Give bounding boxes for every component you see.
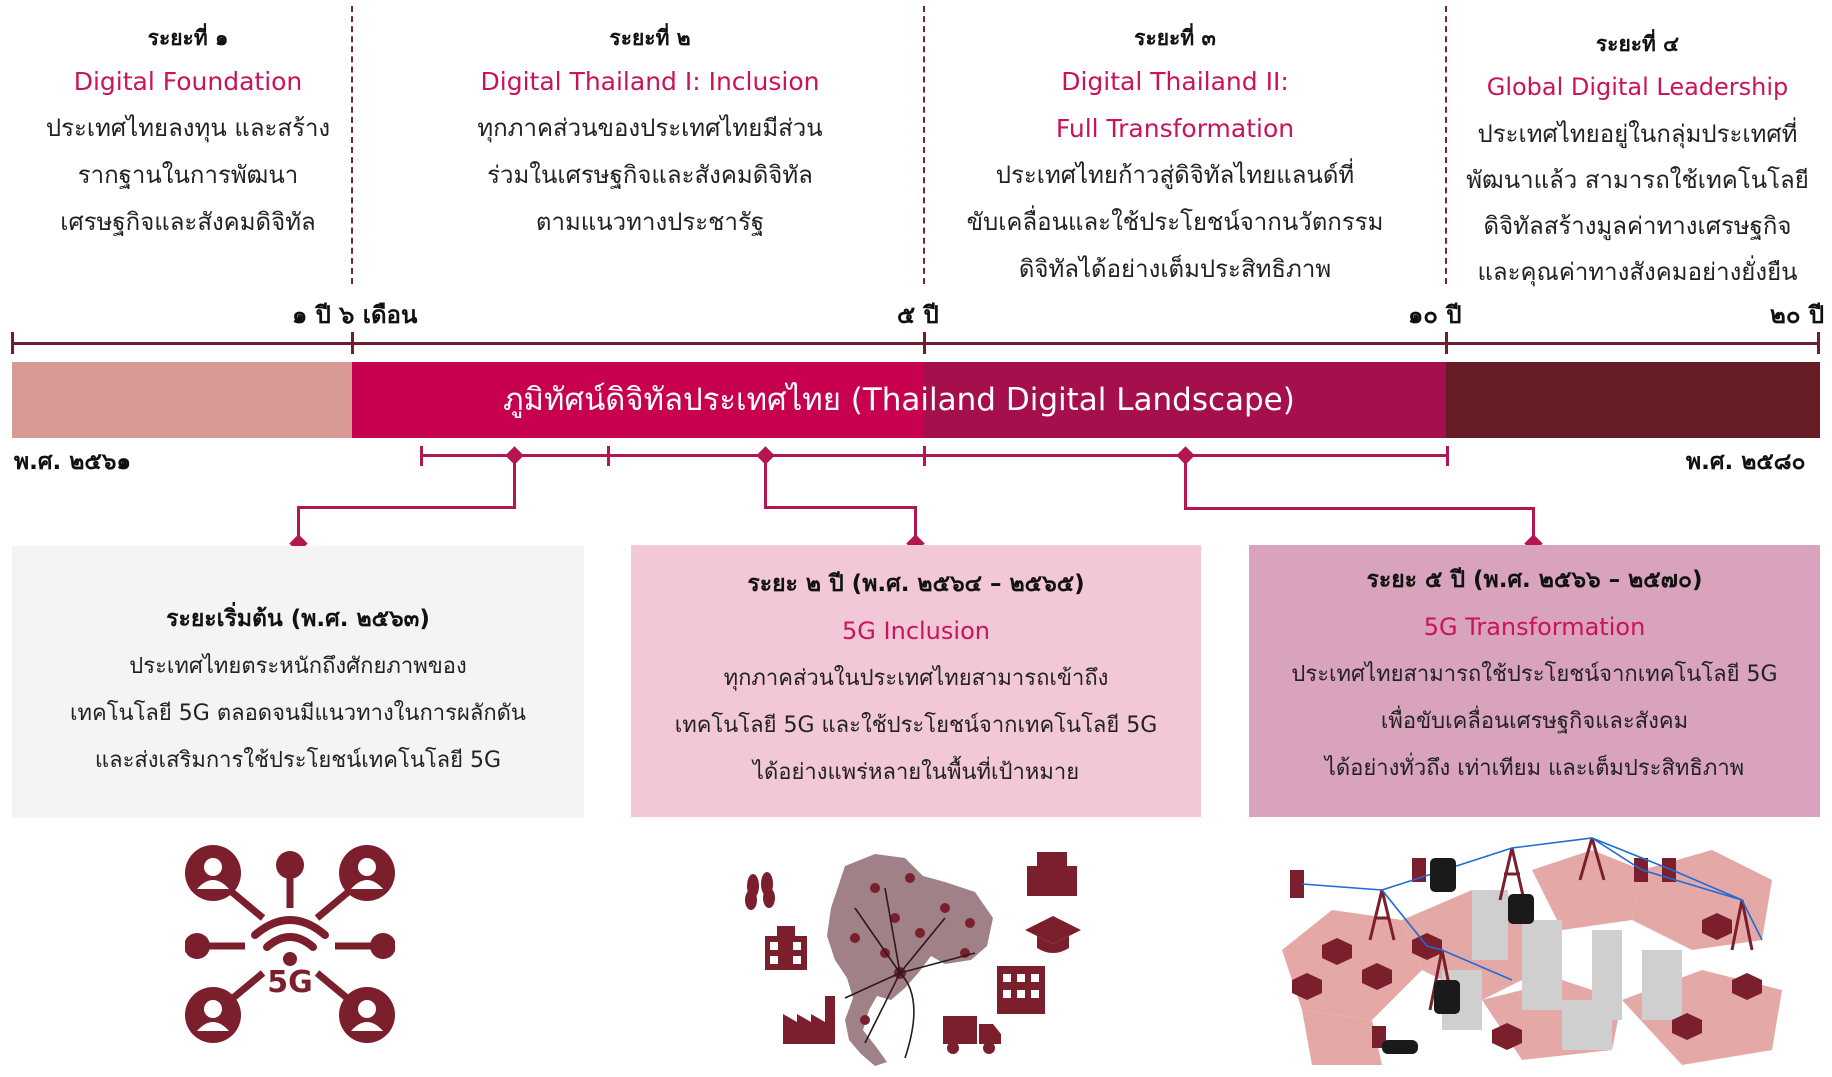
phase-2: ระยะที่ ๒ Digital Thailand I: Inclusion … xyxy=(380,18,920,246)
stage-desc-line: เทคโนโลยี 5G และใช้ประโยชน์จากเทคโนโลยี … xyxy=(674,713,1158,738)
connector-line xyxy=(297,506,300,540)
stage-desc-line: เทคโนโลยี 5G ตลอดจนมีแนวทางในการผลักดัน xyxy=(70,701,526,726)
phase-desc-line: และคุณค่าทางสังคมอย่างยั่งยืน xyxy=(1477,258,1798,286)
landscape-band-label: ภูมิทัศน์ดิจิทัลประเทศไทย (Thailand Digi… xyxy=(503,382,1295,418)
phase-divider xyxy=(1445,6,1447,284)
phase-desc-line: ขับเคลื่อนและใช้ประโยชน์จากนวัตกรรม xyxy=(966,208,1384,236)
phase-3: ระยะที่ ๓ Digital Thailand II: Full Tran… xyxy=(940,18,1410,293)
phase-desc-line: รากฐานในการพัฒนา xyxy=(77,161,299,189)
phase-desc-line: ประเทศไทยลงทุน และสร้าง xyxy=(45,114,331,142)
phase-name-line2: Full Transformation xyxy=(1055,114,1295,143)
phase-desc-line: ดิจิทัลสร้างมูลค่าทางเศรษฐกิจ xyxy=(1483,212,1792,240)
connector-line xyxy=(297,506,516,509)
phase-desc-line: ทุกภาคส่วนของประเทศไทยมีส่วน xyxy=(477,114,823,142)
connector-line xyxy=(1184,456,1187,509)
stage-title: ระยะ ๒ ปี (พ.ศ. ๒๕๖๔ – ๒๕๖๕) xyxy=(747,571,1085,597)
5g-label: 5G xyxy=(267,965,313,1000)
stage-name: 5G Inclusion xyxy=(842,617,990,645)
stage-box-5g-inclusion: ระยะ ๒ ปี (พ.ศ. ๒๕๖๔ – ๒๕๖๕) 5G Inclusio… xyxy=(631,545,1201,817)
year-end: พ.ศ. ๒๕๘๐ xyxy=(1686,449,1806,475)
stage-title: ระยะ ๕ ปี (พ.ศ. ๒๕๖๖ – ๒๕๗๐) xyxy=(1366,567,1703,593)
connector-line xyxy=(914,506,917,540)
stage-desc-line: ได้อย่างทั่วถึง เท่าเทียม และเต็มประสิทธ… xyxy=(1324,756,1745,781)
phase-name: Digital Foundation xyxy=(73,67,303,96)
phase-divider xyxy=(923,6,925,284)
band-segment-1 xyxy=(12,362,352,438)
band-segment-2 xyxy=(352,362,924,438)
time-label-18-months: ๑ ปี ๖ เดือน xyxy=(292,301,418,329)
people-5g-network-icon: 5G xyxy=(184,843,396,1043)
phase-4: ระยะที่ ๔ Global Digital Leadership ประเ… xyxy=(1460,24,1815,295)
thailand-map-network-icon xyxy=(735,848,1090,1070)
connector-line xyxy=(513,456,516,508)
stage-name: 5G Transformation xyxy=(1423,613,1646,641)
stage-box-5g-transformation: ระยะ ๕ ปี (พ.ศ. ๒๕๖๖ – ๒๕๗๐) 5G Transfor… xyxy=(1249,545,1820,817)
stage-axis-tick xyxy=(923,446,926,466)
axis-tick xyxy=(351,332,354,354)
stage-desc-line: เพื่อขับเคลื่อนเศรษฐกิจและสังคม xyxy=(1380,709,1689,734)
phase-desc-line: ประเทศไทยอยู่ในกลุ่มประเทศที่ xyxy=(1477,120,1798,148)
axis-tick xyxy=(1445,332,1448,354)
phase-desc-line: ตามแนวทางประชารัฐ xyxy=(535,208,765,236)
time-label-10-years: ๑๐ ปี xyxy=(1408,301,1462,329)
stage-desc-line: ทุกภาคส่วนในประเทศไทยสามารถเข้าถึง xyxy=(723,666,1109,691)
stage-axis-tick xyxy=(607,446,610,466)
year-start: พ.ศ. ๒๕๖๑ xyxy=(14,449,132,475)
stage-desc-line: ประเทศไทยตระหนักถึงศักยภาพของ xyxy=(129,654,467,679)
phase-title: ระยะที่ ๒ xyxy=(609,26,691,50)
connector-line xyxy=(1184,507,1535,510)
timeline-axis xyxy=(12,342,1820,345)
stage-desc-line: ได้อย่างแพร่หลายในพื้นที่เป้าหมาย xyxy=(752,760,1080,785)
stage-box-initial: ระยะเริ่มต้น (พ.ศ. ๒๕๖๓) ประเทศไทยตระหนั… xyxy=(12,546,584,818)
connector-line xyxy=(1532,507,1535,540)
phase-name: Global Digital Leadership xyxy=(1486,73,1789,101)
phase-desc-line: พัฒนาแล้ว สามารถใช้เทคโนโลยี xyxy=(1466,166,1809,194)
phase-desc-line: เศรษฐกิจและสังคมดิจิทัล xyxy=(60,208,316,236)
phase-name: Digital Thailand I: Inclusion xyxy=(480,67,820,96)
band-segment-4 xyxy=(1446,362,1820,438)
stage-desc-line: และส่งเสริมการใช้ประโยชน์เทคโนโลยี 5G xyxy=(94,748,502,773)
band-segment-3 xyxy=(924,362,1446,438)
axis-tick xyxy=(923,332,926,354)
smart-city-network-icon xyxy=(1262,830,1822,1070)
phase-desc-line: ประเทศไทยก้าวสู่ดิจิทัลไทยแลนด์ที่ xyxy=(995,161,1355,189)
phase-divider xyxy=(351,6,353,284)
stage-axis-tick xyxy=(1446,446,1449,466)
phase-title: ระยะที่ ๓ xyxy=(1134,26,1216,50)
phase-title: ระยะที่ ๑ xyxy=(147,26,229,50)
time-label-5-years: ๕ ปี xyxy=(897,301,939,329)
stage-desc-line: ประเทศไทยสามารถใช้ประโยชน์จากเทคโนโลยี 5… xyxy=(1291,662,1778,687)
phase-1: ระยะที่ ๑ Digital Foundation ประเทศไทยลง… xyxy=(18,18,358,246)
stage-title: ระยะเริ่มต้น (พ.ศ. ๒๕๖๓) xyxy=(166,606,430,632)
stage-axis-tick xyxy=(420,446,423,466)
axis-tick xyxy=(11,332,14,354)
stage-axis xyxy=(420,454,1448,457)
phase-desc-line: ร่วมในเศรษฐกิจและสังคมดิจิทัล xyxy=(487,161,813,189)
phase-title: ระยะที่ ๔ xyxy=(1595,32,1680,56)
time-label-20-years: ๒๐ ปี xyxy=(1770,301,1825,329)
phase-desc-line: ดิจิทัลได้อย่างเต็มประสิทธิภาพ xyxy=(1018,255,1332,283)
axis-tick xyxy=(1817,332,1820,354)
phase-name: Digital Thailand II: xyxy=(1061,67,1289,96)
connector-line xyxy=(764,456,767,508)
connector-line xyxy=(764,506,917,509)
